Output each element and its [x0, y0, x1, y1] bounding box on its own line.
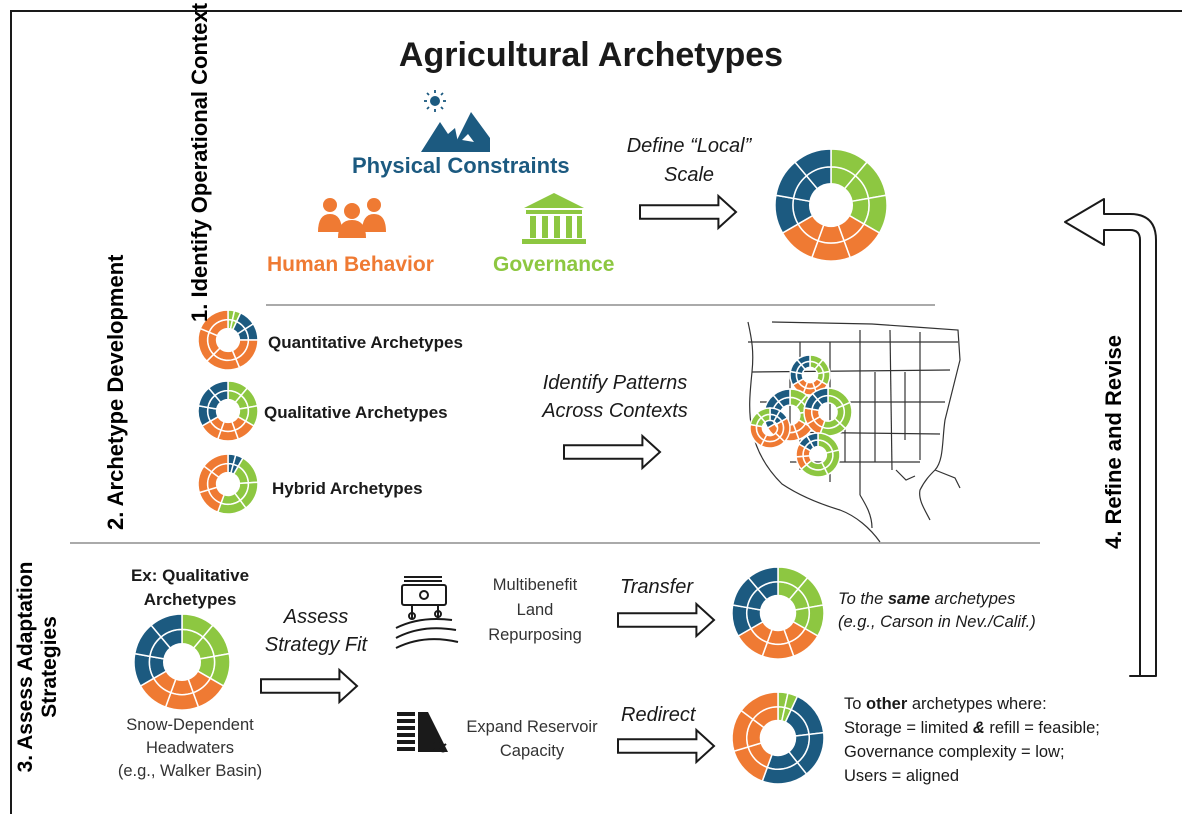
qualitative-archetypes-donut: [197, 380, 259, 442]
basin-label-line3: (e.g., Walker Basin): [117, 762, 263, 780]
assess-fit-label-line1: Assess: [283, 606, 349, 628]
qualitative-archetypes-label: Qualitative Archetypes: [264, 403, 448, 422]
refine-revise-arrow: [1064, 198, 1157, 677]
context-donut: [774, 148, 888, 262]
hybrid-archetypes-label: Hybrid Archetypes: [272, 479, 423, 498]
money-field-icon: [395, 576, 459, 649]
patterns-label-line1: Identify Patterns: [542, 372, 688, 394]
same-archetypes-text: To the same archetypes: [838, 590, 1016, 608]
same-archetypes-donut: [731, 566, 825, 660]
define-local-arrow: [639, 193, 738, 231]
dam-icon: [397, 712, 448, 753]
condition-users: Users = aligned: [844, 767, 960, 785]
patterns-arrow: [563, 433, 662, 471]
strategy-1-line1: Multibenefit: [492, 576, 578, 594]
strategy-2-line2: Capacity: [499, 742, 565, 760]
transfer-label: Transfer: [620, 576, 693, 598]
redirect-arrow: [617, 727, 716, 765]
hybrid-archetypes-donut: [197, 453, 259, 515]
example-qualitative-donut: [133, 613, 231, 711]
define-local-label-line2: Scale: [663, 164, 715, 186]
human-behavior-label: Human Behavior: [267, 253, 434, 276]
step-2-label: 2. Archetype Development: [103, 254, 128, 531]
example-label-line2: Archetypes: [143, 590, 237, 609]
redirect-label: Redirect: [621, 704, 696, 726]
map-donut-4: [749, 407, 791, 449]
diagram-title: Agricultural Archetypes: [398, 36, 784, 74]
quantitative-archetypes-donut: [197, 309, 259, 371]
same-archetypes-example: (e.g., Carson in Nev./Calif.): [838, 613, 1036, 631]
sun-mountain-icon: [421, 90, 490, 152]
strategy-2-line1: Expand Reservoir: [466, 718, 598, 736]
step-4-label: 4. Refine and Revise: [1101, 335, 1126, 549]
define-local-label-line1: Define “Local”: [626, 135, 752, 157]
governance-label: Governance: [493, 253, 615, 276]
basin-label-line1: Snow-Dependent: [126, 716, 254, 734]
condition-storage: Storage = limited & refill = feasible;: [844, 719, 1100, 737]
example-label-line1: Ex: Qualitative: [130, 566, 250, 585]
assess-fit-label-line2: Strategy Fit: [264, 634, 368, 656]
basin-label-line2: Headwaters: [145, 739, 235, 757]
step-3-label: 3. Assess Adaptation Strategies: [14, 561, 61, 773]
map-donut-3: [803, 387, 853, 437]
patterns-label-line2: Across Contexts: [542, 400, 688, 422]
assess-fit-arrow: [260, 667, 359, 705]
other-archetypes-text: To other archetypes where:: [844, 695, 1047, 713]
transfer-arrow: [617, 601, 716, 639]
quantitative-archetypes-label: Quantitative Archetypes: [268, 333, 463, 352]
strategy-1-line3: Repurposing: [488, 626, 582, 644]
step-1-label: 1. Identify Operational Context: [187, 2, 212, 322]
strategy-1-line2: Land: [516, 601, 554, 619]
government-building-icon: [522, 193, 586, 244]
condition-governance: Governance complexity = low;: [844, 743, 1065, 761]
map-donut-5: [795, 432, 841, 478]
people-group-icon: [318, 198, 386, 238]
other-archetypes-donut: [731, 691, 825, 785]
physical-constraints-label: Physical Constraints: [352, 153, 570, 178]
